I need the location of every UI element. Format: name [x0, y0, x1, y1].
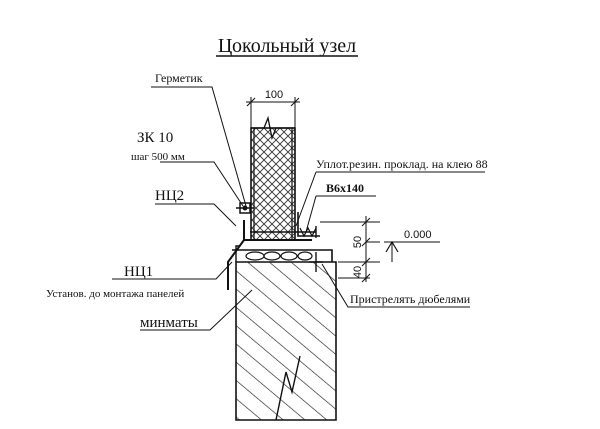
dowel — [309, 252, 323, 272]
width-value: 100 — [265, 89, 283, 101]
concrete-foundation — [235, 261, 337, 421]
nc1-profile — [232, 245, 333, 262]
label-seal: Уплот.резин. проклад. на клею 88 — [316, 157, 488, 171]
label-zk10-step: шаг 500 мм — [131, 151, 185, 163]
height-50: 50 — [352, 236, 364, 248]
height-dimensions: 50 40 — [320, 216, 380, 283]
label-install: Установ. до монтажа панелей — [46, 288, 184, 300]
level-mark: 0.000 — [384, 229, 440, 262]
label-nc2: НЦ2 — [155, 188, 184, 204]
sandwich-panel — [250, 115, 296, 241]
leader-lines — [112, 86, 485, 331]
label-bolt: В6х140 — [326, 181, 364, 195]
label-germetik: Герметик — [155, 71, 203, 85]
label-minmaty: минматы — [140, 315, 198, 331]
label-zk10: ЗК 10 — [137, 130, 173, 146]
label-nc1: НЦ1 — [124, 264, 153, 280]
label-dowels: Пристрелять дюбелями — [350, 292, 471, 306]
width-dimension: 100 — [246, 89, 300, 128]
height-40: 40 — [352, 266, 364, 278]
title: Цокольный узел — [218, 35, 356, 57]
bolt-b6x140 — [250, 226, 317, 238]
level-value: 0.000 — [404, 229, 432, 241]
